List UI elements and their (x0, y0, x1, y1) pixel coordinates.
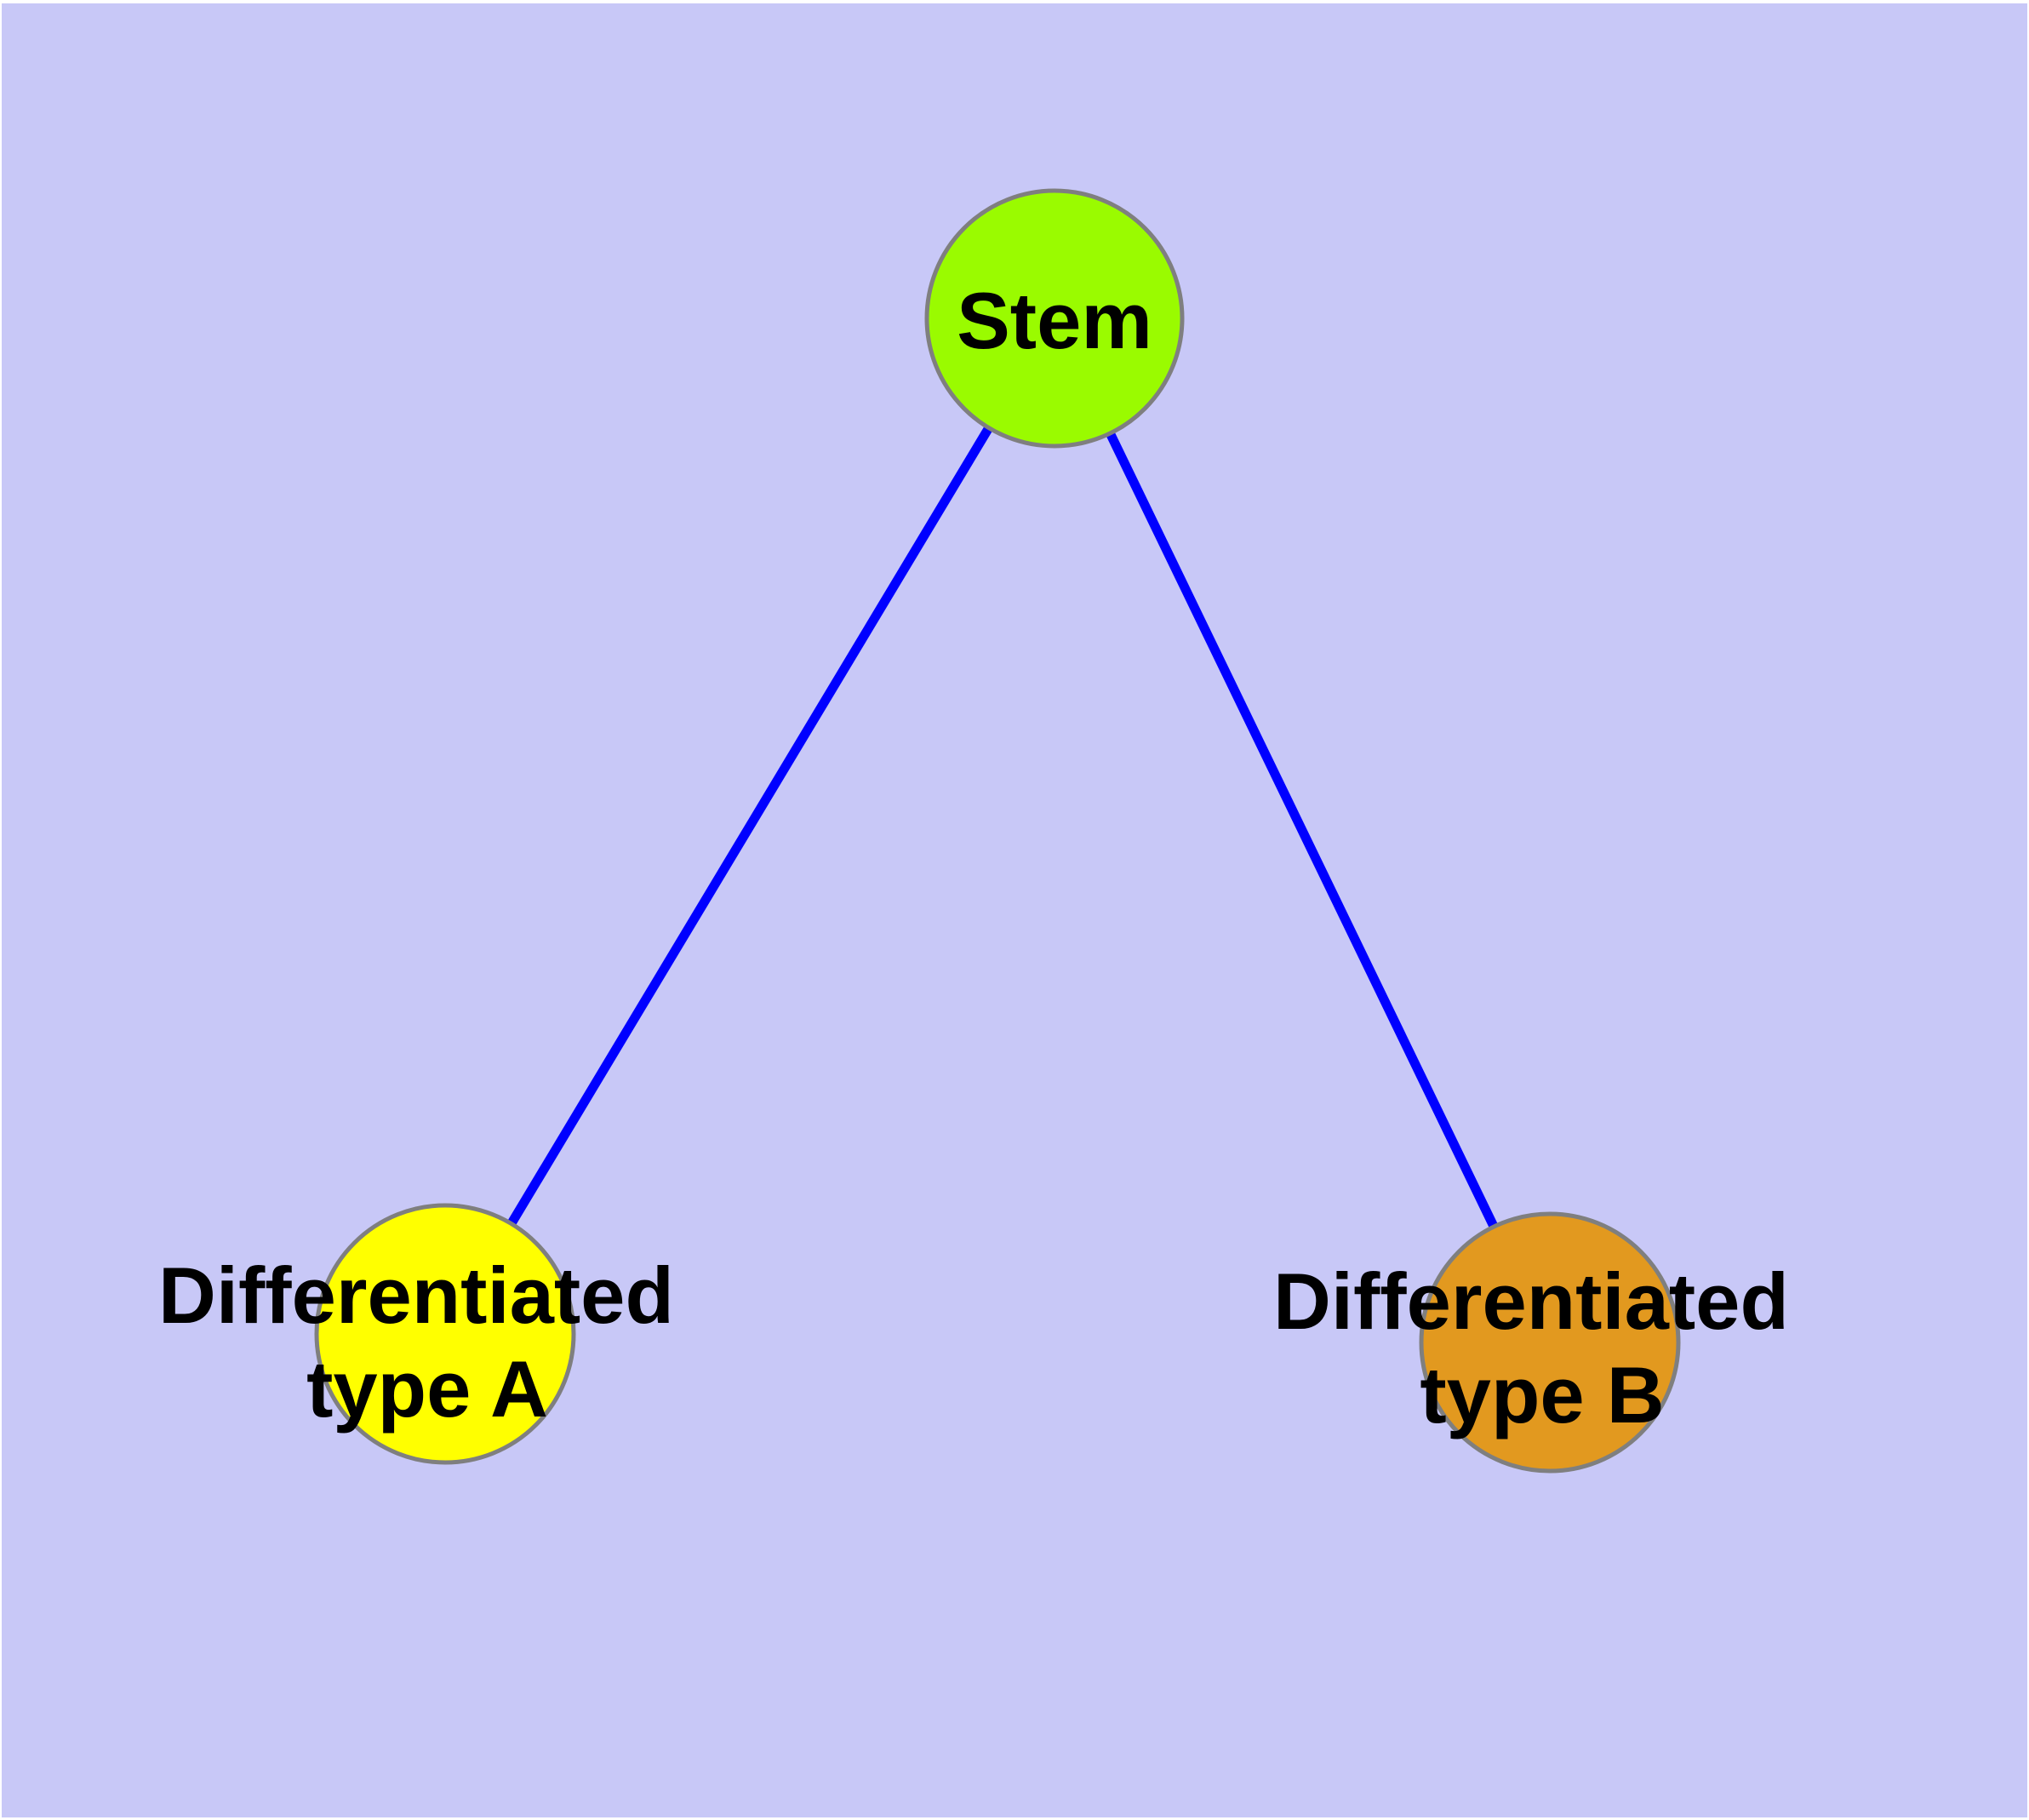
node-typeA-label-line1: Differentiated (158, 1251, 674, 1340)
plot-canvas: Stem Differentiated type A Differentiate… (2, 3, 2027, 1817)
node-stem (924, 188, 1185, 449)
node-typeA-label-line2: type A (306, 1344, 548, 1434)
node-stem-label: Stem (957, 276, 1152, 365)
node-typeB (1419, 1211, 1681, 1474)
edge-stem-to-typeB (1050, 316, 1554, 1345)
node-typeB-label-line1: Differentiated (1273, 1256, 1789, 1346)
node-typeA (314, 1203, 576, 1465)
node-typeB-label: Differentiated type B (1273, 1256, 1811, 1439)
node-typeB-label-line2: type B (1420, 1350, 1664, 1439)
node-typeA-label: Differentiated type A (158, 1251, 696, 1434)
edge-stem-to-typeA (441, 316, 1059, 1336)
graph-svg: Stem Differentiated type A Differentiate… (2, 3, 2027, 1817)
